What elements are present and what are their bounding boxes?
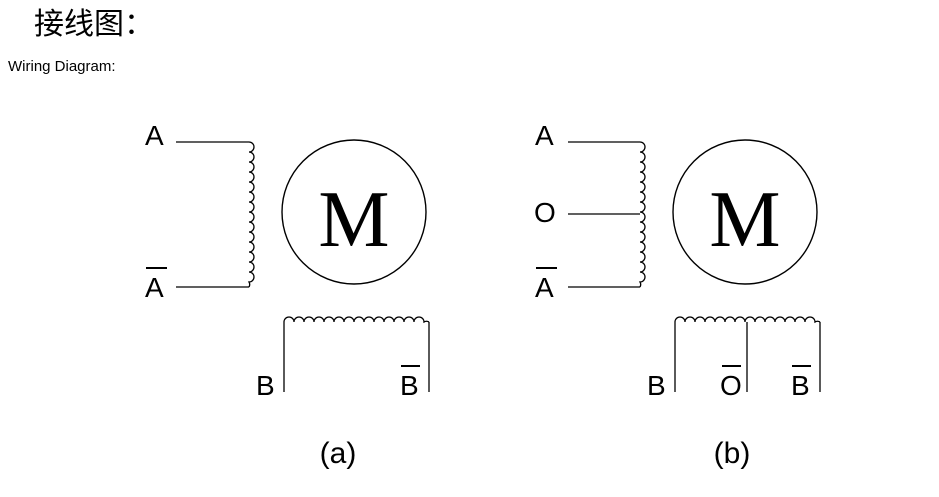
motor-circle-b bbox=[672, 139, 818, 285]
title-english: Wiring Diagram: bbox=[8, 58, 116, 75]
diagram-b: A O A M B O B (b) bbox=[534, 120, 821, 470]
motor-label-b: M bbox=[709, 176, 780, 264]
label-o-center-b: O bbox=[534, 197, 556, 228]
diagram-a: A A M B B (a) bbox=[145, 120, 430, 470]
label-o-bottom-b: O bbox=[720, 370, 742, 401]
label-a-top: A bbox=[145, 120, 164, 151]
label-b-right-b: B bbox=[791, 370, 810, 401]
label-b-right: B bbox=[400, 370, 419, 401]
motor-circle-a bbox=[281, 139, 427, 285]
caption-b: (b) bbox=[714, 437, 751, 470]
label-a-bottom: A bbox=[145, 272, 164, 303]
coil-a-winding bbox=[247, 141, 255, 288]
caption-a: (a) bbox=[320, 437, 357, 470]
label-a-top-b: A bbox=[535, 120, 554, 151]
title-chinese: 接线图： bbox=[34, 7, 154, 42]
label-a-bottom-b: A bbox=[535, 272, 554, 303]
coil-a-winding-b bbox=[638, 141, 646, 288]
label-b-left: B bbox=[256, 370, 275, 401]
coil-b-winding bbox=[283, 316, 430, 324]
label-b-left-b: B bbox=[647, 370, 666, 401]
motor-label-a: M bbox=[318, 176, 389, 264]
coil-b-winding-b bbox=[674, 316, 821, 324]
